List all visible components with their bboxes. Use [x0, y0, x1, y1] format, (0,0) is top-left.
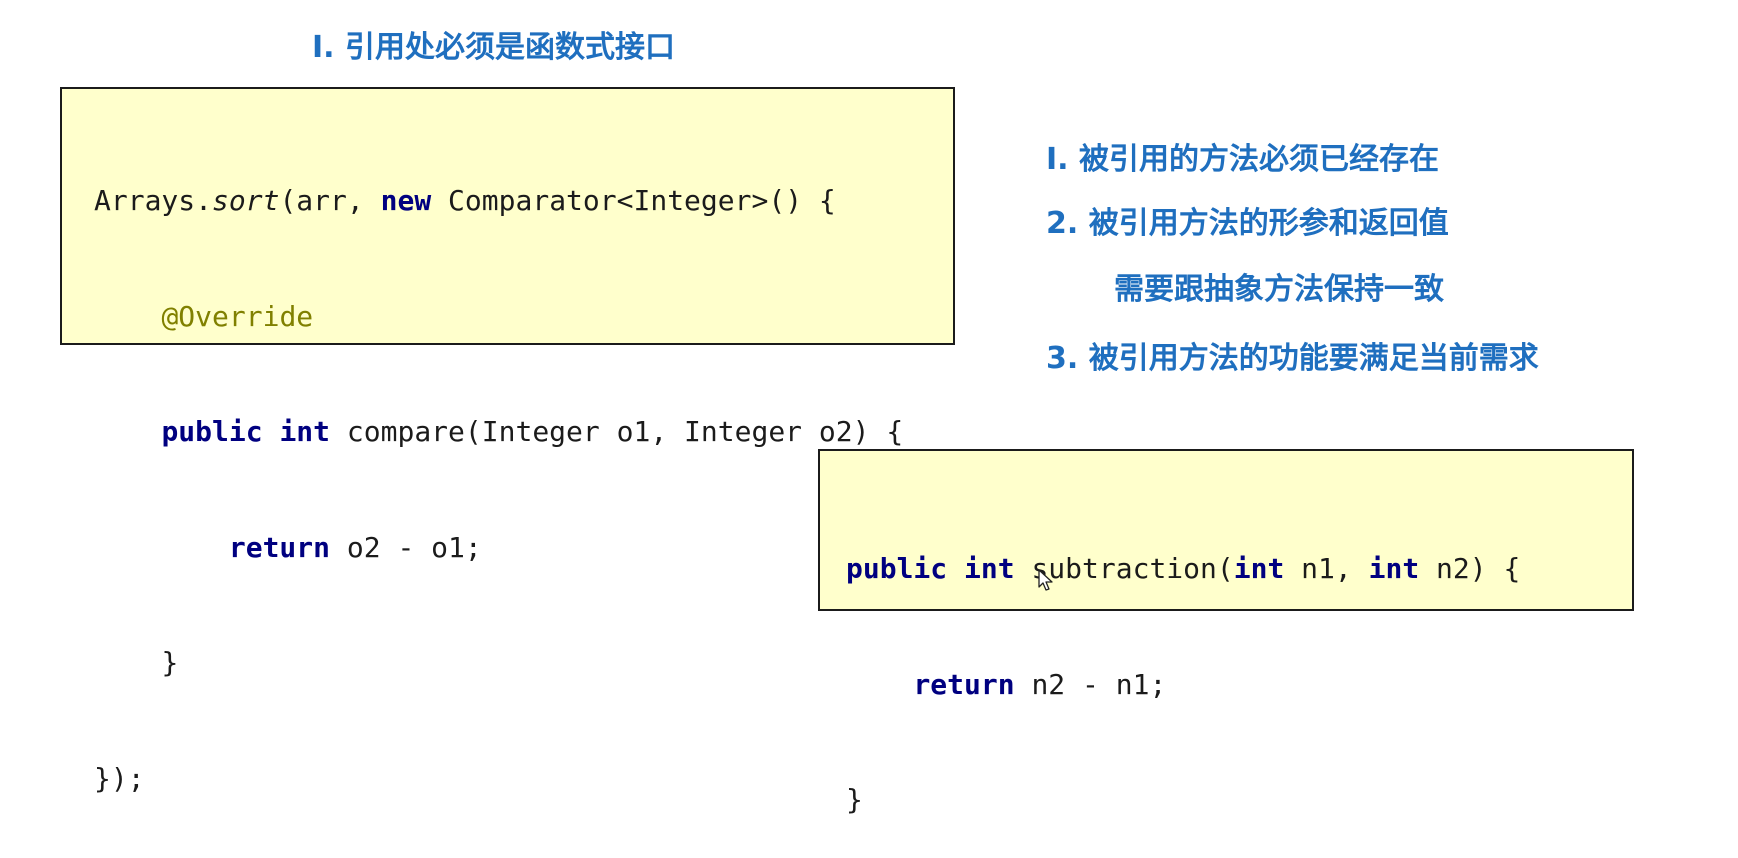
code-keyword: int [1368, 552, 1420, 585]
code-line-3: public int compare(Integer o1, Integer o… [94, 413, 953, 452]
code-line-1: Arrays.sort(arr, new Comparator<Integer>… [94, 182, 953, 221]
rule-item-3: 3. 被引用方法的功能要满足当前需求 [1046, 341, 1539, 376]
code-keyword: public [161, 415, 263, 448]
code-line-3: } [846, 781, 1632, 820]
code-token: }); [94, 761, 145, 795]
code-token: n1, [1284, 552, 1369, 585]
code-keyword: int [1233, 552, 1285, 585]
code-line-5: } [94, 644, 953, 683]
mouse-pointer-icon [1038, 569, 1053, 591]
code-keyword: return [913, 667, 1015, 701]
code-keyword: public [846, 552, 948, 585]
code-token: Comparator<Integer>() { [431, 184, 836, 217]
code-keyword: return [228, 530, 331, 564]
code-line-1: public int subtraction(int n1, int n2) { [846, 550, 1632, 589]
code-annotation: @Override [161, 299, 314, 333]
code-block-subtraction-method: public int subtraction(int n1, int n2) {… [818, 449, 1634, 816]
code-keyword: int [964, 552, 1015, 585]
code-token: } [161, 646, 179, 679]
code-token: } [846, 783, 863, 816]
code-token [947, 552, 964, 585]
code-keyword: int [279, 415, 331, 448]
code-token: (arr, [279, 184, 381, 217]
page-heading: Ⅰ. 引用处必须是函数式接口 [312, 30, 676, 65]
rules-list: Ⅰ. 被引用的方法必须已经存在 2. 被引用方法的形参和返回值 需要跟抽象方法保… [1046, 0, 1686, 400]
code-token: o2 - o1; [330, 530, 482, 564]
code-token: compare(Integer o1, Integer o2) { [330, 415, 904, 448]
rule-item-2-continued: 需要跟抽象方法保持一致 [1114, 272, 1444, 307]
code-token: sort [212, 184, 280, 217]
code-line-6: }); [94, 760, 953, 799]
code-token: n2) { [1419, 552, 1521, 585]
code-token [263, 415, 280, 448]
code-token: Arrays. [94, 184, 213, 217]
code-keyword: new [380, 184, 432, 217]
code-token: subtraction( [1014, 552, 1234, 585]
code-line-2: return n2 - n1; [846, 666, 1632, 705]
code-line-2: @Override [94, 298, 953, 337]
code-token: n2 - n1; [1014, 667, 1167, 701]
rule-item-1: Ⅰ. 被引用的方法必须已经存在 [1046, 142, 1440, 177]
code-line-4: return o2 - o1; [94, 529, 953, 568]
rule-item-2: 2. 被引用方法的形参和返回值 [1046, 206, 1449, 241]
code-block-anonymous-comparator: Arrays.sort(arr, new Comparator<Integer>… [60, 87, 955, 795]
